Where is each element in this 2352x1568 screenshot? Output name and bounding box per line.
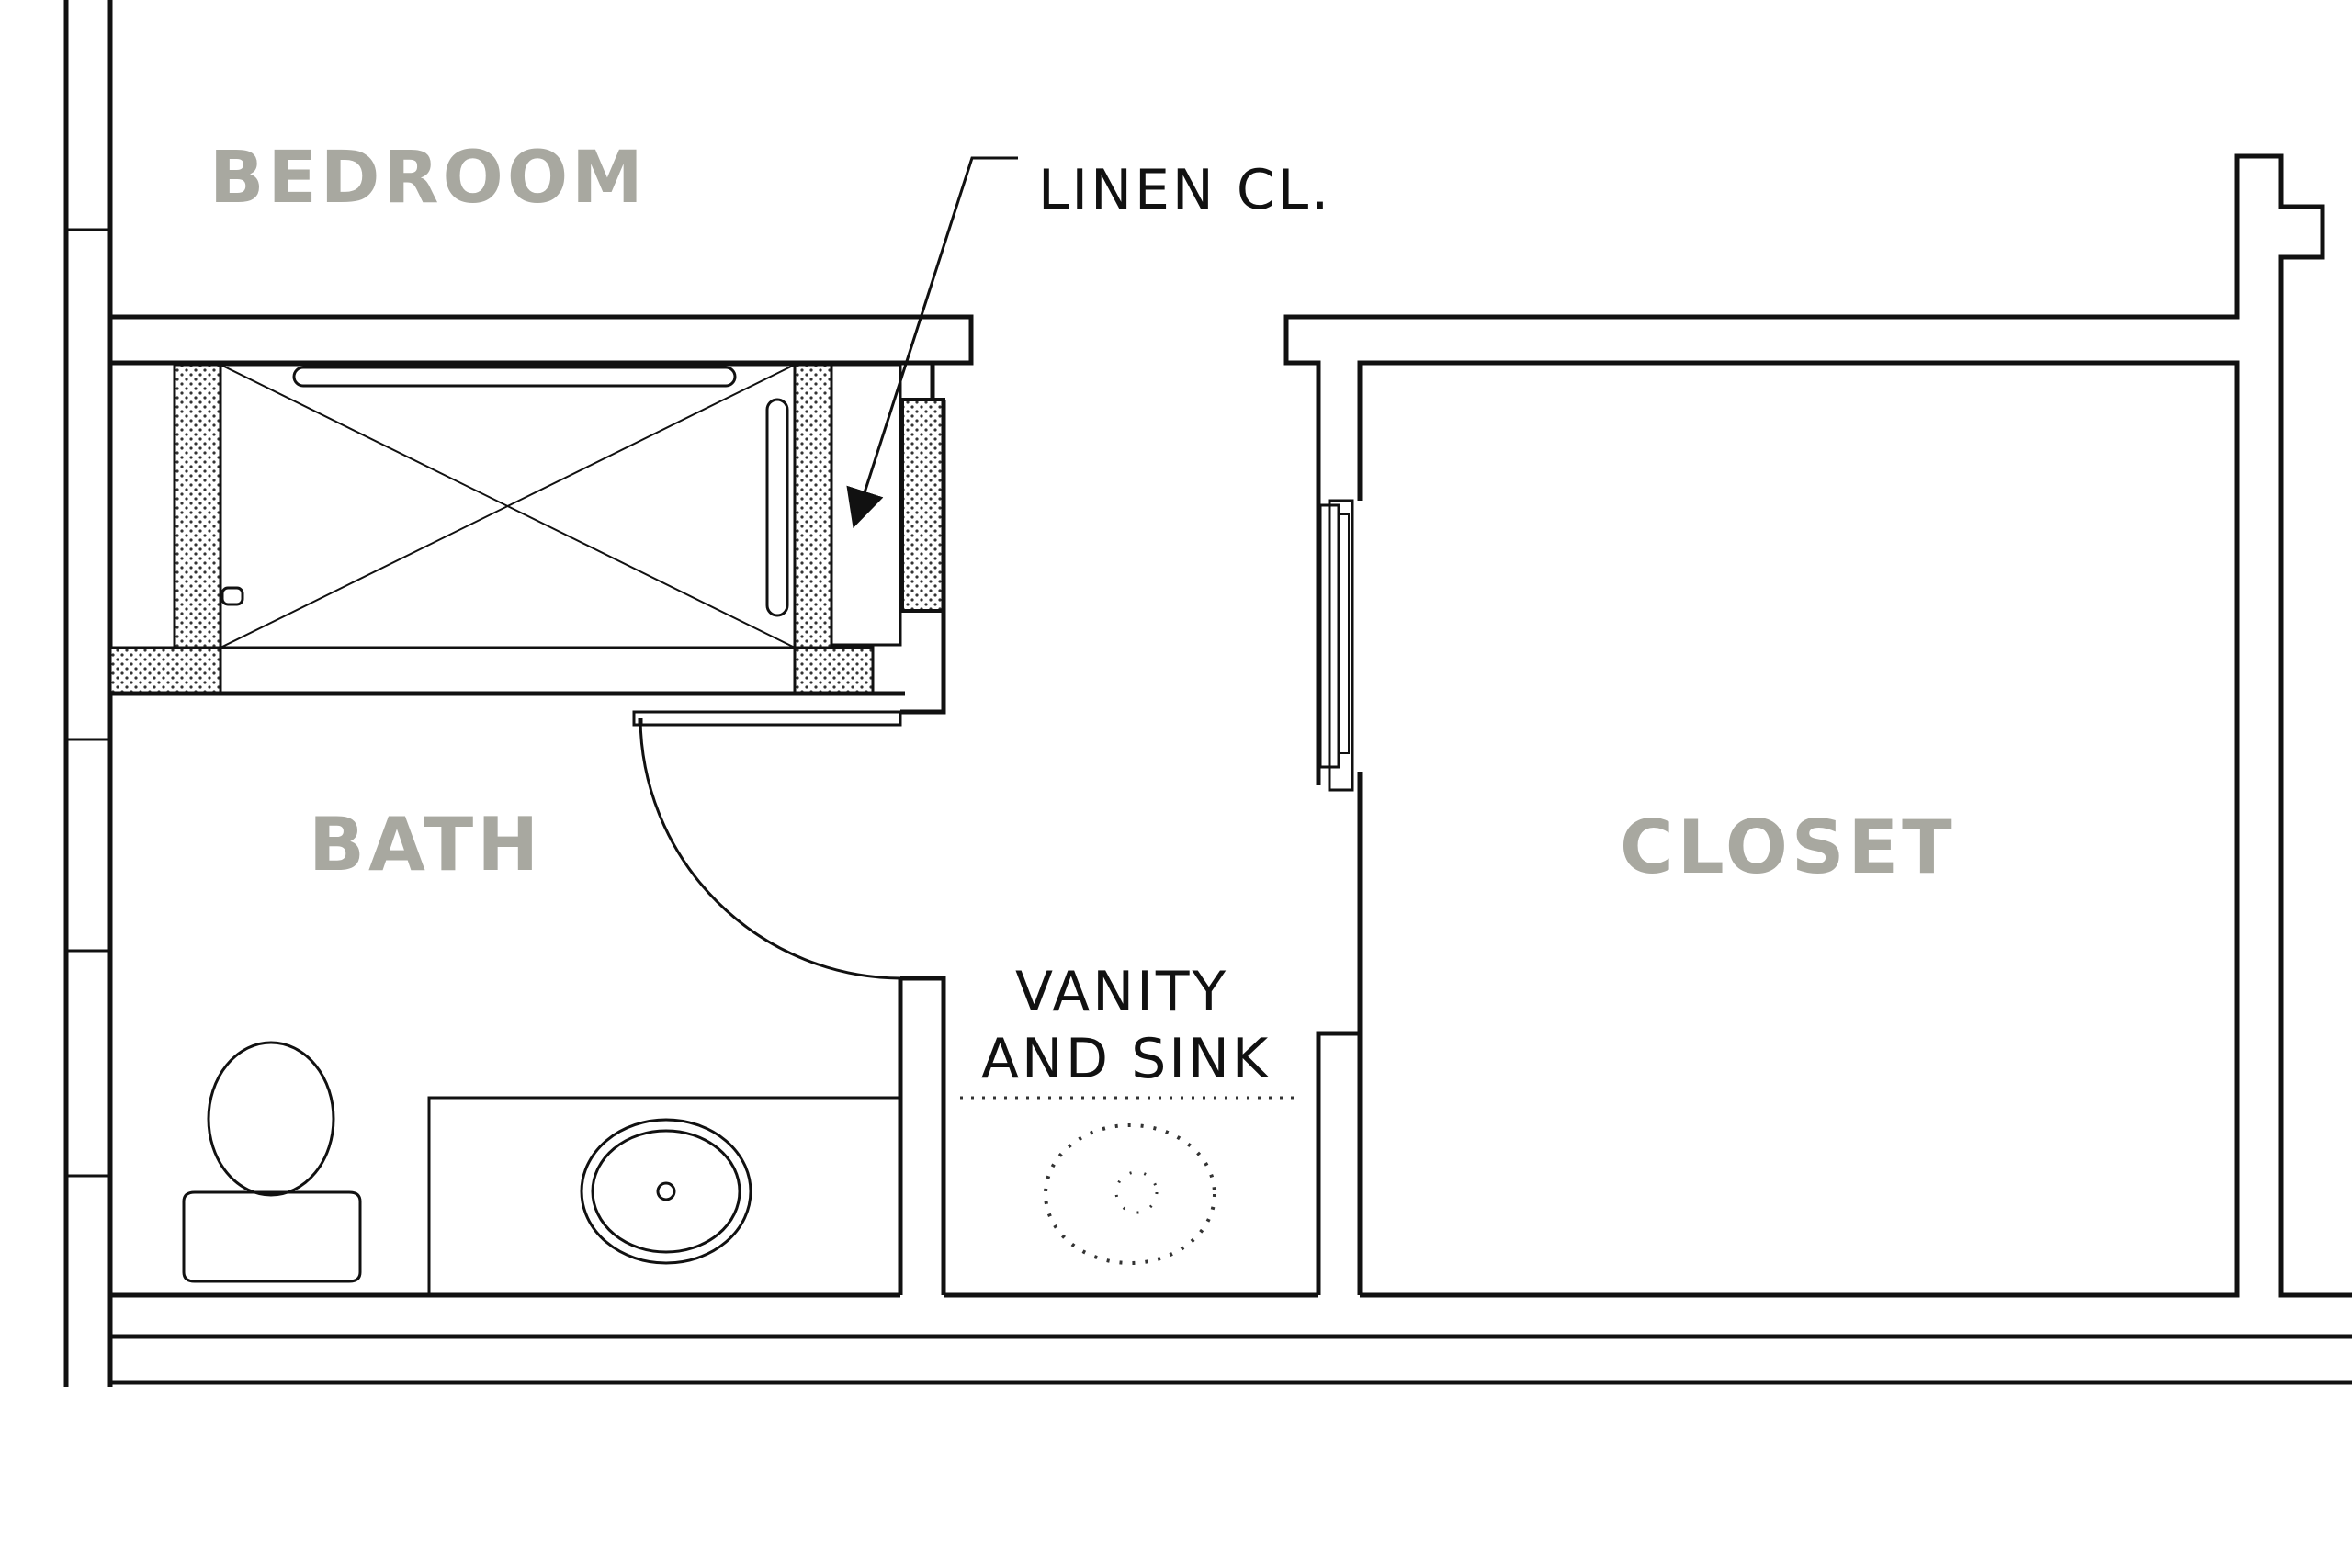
- bedroom-bath-wall: [110, 314, 974, 366]
- shower-stall: [108, 363, 905, 696]
- toilet: [182, 1041, 362, 1283]
- linen-closet: [632, 363, 946, 727]
- vanity-label-line2: AND SINK: [981, 1027, 1271, 1091]
- exterior-bottom-wall: [110, 1334, 2352, 1385]
- vanity-label-line1: VANITY: [1015, 960, 1228, 1024]
- bath-vanity-walls: [110, 976, 1318, 1298]
- exterior-left-wall: [63, 0, 113, 1387]
- bath-label: BATH: [309, 802, 542, 887]
- closet-label: CLOSET: [1620, 805, 1956, 890]
- linen-closet-label: LINEN CL.: [1038, 158, 1331, 222]
- linen-leader: [846, 156, 1018, 528]
- bath-vanity: [427, 1096, 900, 1295]
- bedroom-label: BEDROOM: [209, 137, 647, 220]
- bath-door: [638, 717, 901, 980]
- closet-sliding-door: [1318, 499, 1354, 792]
- closet-walls: [1283, 153, 2352, 1298]
